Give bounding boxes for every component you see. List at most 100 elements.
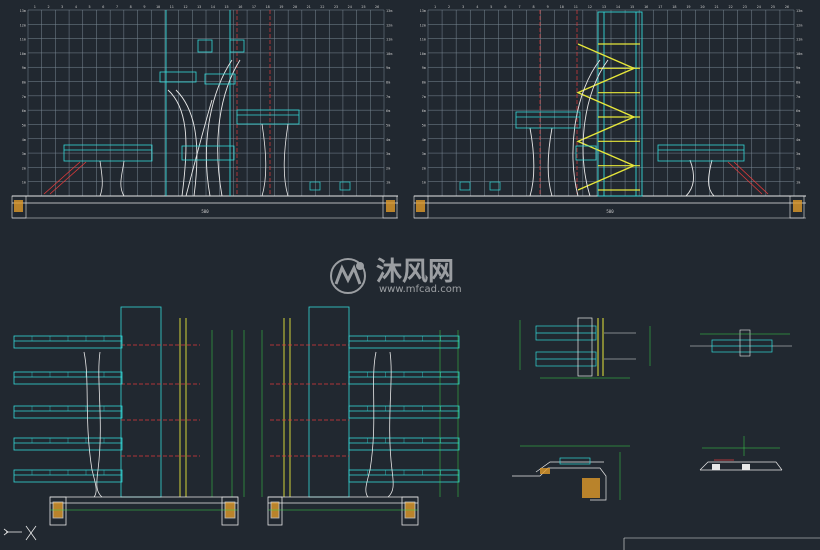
level-label-right: 5m (796, 123, 800, 127)
level-label-right: 4m (796, 138, 800, 142)
grid-column-label: 17 (658, 5, 662, 9)
grid-column-label: 1 (434, 5, 436, 9)
detail-1-view (519, 317, 651, 379)
grid-column-label: 23 (743, 5, 747, 9)
level-label-left: 5m (422, 123, 426, 127)
front-elevation-platforms (63, 39, 300, 162)
section-right-yellow-column (283, 318, 291, 497)
grid-column-label: 13 (602, 5, 606, 9)
detail-2-view (690, 329, 792, 357)
grid-column-label: 15 (224, 5, 228, 9)
detail-4-view (699, 436, 783, 471)
grid-column-label: 12 (588, 5, 592, 9)
grid-column-label: 20 (700, 5, 704, 9)
level-label-right: 6m (386, 109, 390, 113)
level-label-left: 8m (422, 81, 426, 85)
level-label-left: 11m (20, 38, 26, 42)
level-label-right: 4m (386, 138, 390, 142)
level-label-right: 2m (386, 166, 390, 170)
grid-column-label: 13 (197, 5, 201, 9)
grid-column-label: 20 (293, 5, 297, 9)
level-label-left: 13m (420, 9, 426, 13)
level-label-right: 11m (386, 38, 392, 42)
front-elevation-tower-frame (165, 10, 231, 196)
grid-column-label: 3 (462, 5, 464, 9)
level-label-right: 9m (386, 66, 390, 70)
level-label-left: 5m (22, 123, 26, 127)
grid-column-label: 18 (672, 5, 676, 9)
level-label-right: 1m (386, 181, 390, 185)
level-label-right: 3m (386, 152, 390, 156)
level-label-right: 13m (796, 9, 802, 13)
detail-3-view (512, 445, 630, 501)
level-label-right: 12m (386, 23, 392, 27)
grid-column-label: 3 (61, 5, 63, 9)
grid-column-label: 14 (211, 5, 215, 9)
grid-column-label: 26 (785, 5, 789, 9)
level-label-right: 1m (796, 181, 800, 185)
level-label-left: 6m (22, 109, 26, 113)
side-elevation-benches (459, 181, 501, 191)
level-label-right: 8m (386, 81, 390, 85)
section-left-view (13, 306, 239, 526)
grid-column-label: 21 (714, 5, 718, 9)
level-label-left: 7m (422, 95, 426, 99)
grid-column-label: 12 (183, 5, 187, 9)
section-right-view (243, 306, 460, 526)
section-right-shaft (308, 306, 350, 498)
side-elevation-stair (727, 161, 769, 195)
level-label-left: 3m (22, 152, 26, 156)
section-right-platforms (348, 335, 460, 483)
grid-column-label: 7 (518, 5, 520, 9)
level-label-right: 9m (796, 66, 800, 70)
section-right-base (267, 496, 419, 526)
grid-column-label: 9 (143, 5, 145, 9)
grid-column-label: 14 (616, 5, 620, 9)
grid-column-label: 26 (375, 5, 379, 9)
grid-column-label: 1 (34, 5, 36, 9)
level-label-left: 10m (420, 52, 426, 56)
front-elevation-benches (309, 181, 351, 191)
grid-column-label: 2 (448, 5, 450, 9)
level-label-left: 3m (422, 152, 426, 156)
level-label-left: 7m (22, 95, 26, 99)
grid-column-label: 23 (334, 5, 338, 9)
front-elevation-axis-lines (236, 10, 271, 196)
grid-column-label: 5 (89, 5, 91, 9)
grid-column-label: 16 (238, 5, 242, 9)
grid-column-label: 11 (170, 5, 174, 9)
ucs-axis-icon (3, 525, 37, 541)
level-label-right: 12m (796, 23, 802, 27)
level-label-right: 8m (796, 81, 800, 85)
level-label-left: 2m (422, 166, 426, 170)
level-label-right: 11m (796, 38, 802, 42)
grid-column-label: 6 (504, 5, 506, 9)
side-elevation-axis-lines (539, 10, 578, 196)
level-label-right: 13m (386, 9, 392, 13)
mf-logo-icon (330, 258, 366, 294)
grid-column-label: 24 (757, 5, 761, 9)
grid-column-label: 11 (574, 5, 578, 9)
watermark-brand: 沐风网 (376, 257, 454, 287)
watermark-url: www.mfcad.com (379, 284, 462, 295)
side-elevation-pillar (529, 59, 715, 197)
section-left-base (49, 496, 239, 526)
grid-column-label: 8 (130, 5, 132, 9)
section-left-red-levels (121, 344, 200, 457)
grid-column-label: 24 (348, 5, 352, 9)
front-elevation-base (11, 195, 398, 219)
section-right-pillar (365, 351, 394, 498)
grid-column-label: 21 (307, 5, 311, 9)
front-elevation-stair (43, 161, 87, 195)
grid-column-label: 25 (361, 5, 365, 9)
front-elevation-small-dim: 500 (201, 209, 209, 214)
grid-column-label: 2 (47, 5, 49, 9)
level-label-left: 8m (22, 81, 26, 85)
grid-column-label: 25 (771, 5, 775, 9)
